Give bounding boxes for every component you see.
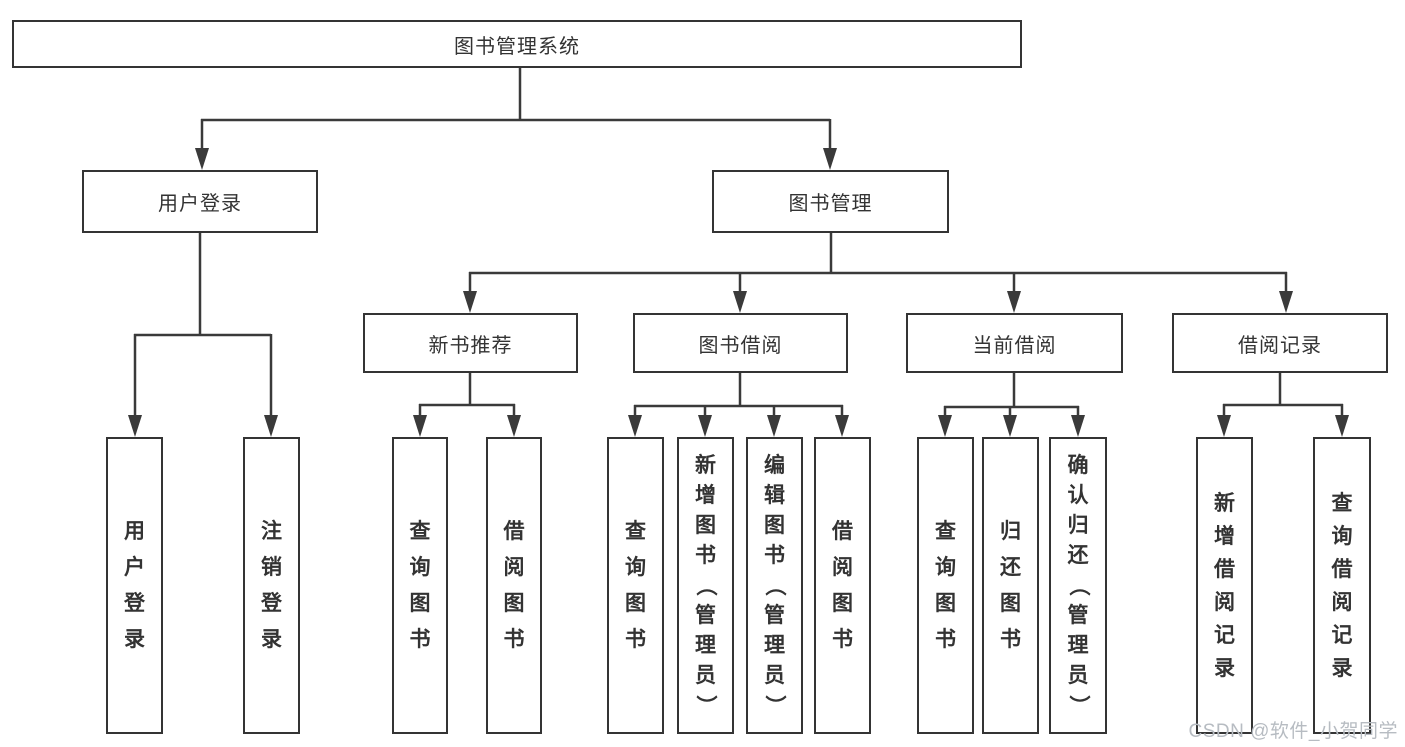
leaf-add-borrow-record: 新增借阅记录 — [1196, 437, 1253, 734]
connector-user-login-leaves — [128, 233, 278, 437]
leaf-return-books: 归还图书 — [982, 437, 1039, 734]
connector-root-to-level2 — [195, 68, 837, 170]
leaf-recommend-borrow-books: 借阅图书 — [486, 437, 542, 734]
leaf-query-borrow-record: 查询借阅记录 — [1313, 437, 1371, 734]
leaf-edit-books-admin: 编辑图书（管理员） — [746, 437, 803, 734]
connector-book-borrowing-leaves — [628, 373, 849, 437]
leaf-recommend-query-books: 查询图书 — [392, 437, 448, 734]
node-new-book-recommend: 新书推荐 — [363, 313, 578, 373]
node-book-borrowing: 图书借阅 — [633, 313, 848, 373]
connector-borrowing-records-leaves — [1217, 373, 1349, 437]
leaf-user-login: 用户登录 — [106, 437, 163, 734]
node-current-borrowing: 当前借阅 — [906, 313, 1123, 373]
csdn-watermark: CSDN @软件_小贺同学 — [1188, 721, 1398, 742]
leaf-add-books-admin: 新增图书（管理员） — [677, 437, 734, 734]
node-borrowing-records: 借阅记录 — [1172, 313, 1388, 373]
leaf-current-query-books: 查询图书 — [917, 437, 974, 734]
connector-current-borrowing-leaves — [938, 373, 1085, 437]
leaf-logout-login: 注销登录 — [243, 437, 300, 734]
leaf-confirm-return-admin: 确认归还（管理员） — [1049, 437, 1107, 734]
leaf-borrowing-query-books: 查询图书 — [607, 437, 664, 734]
leaf-borrowing-borrow-books: 借阅图书 — [814, 437, 871, 734]
node-root: 图书管理系统 — [12, 20, 1022, 68]
connector-book-management-level3 — [463, 233, 1293, 313]
node-user-login: 用户登录 — [82, 170, 318, 233]
node-book-management: 图书管理 — [712, 170, 949, 233]
connector-new-book-recommend-leaves — [413, 373, 521, 437]
